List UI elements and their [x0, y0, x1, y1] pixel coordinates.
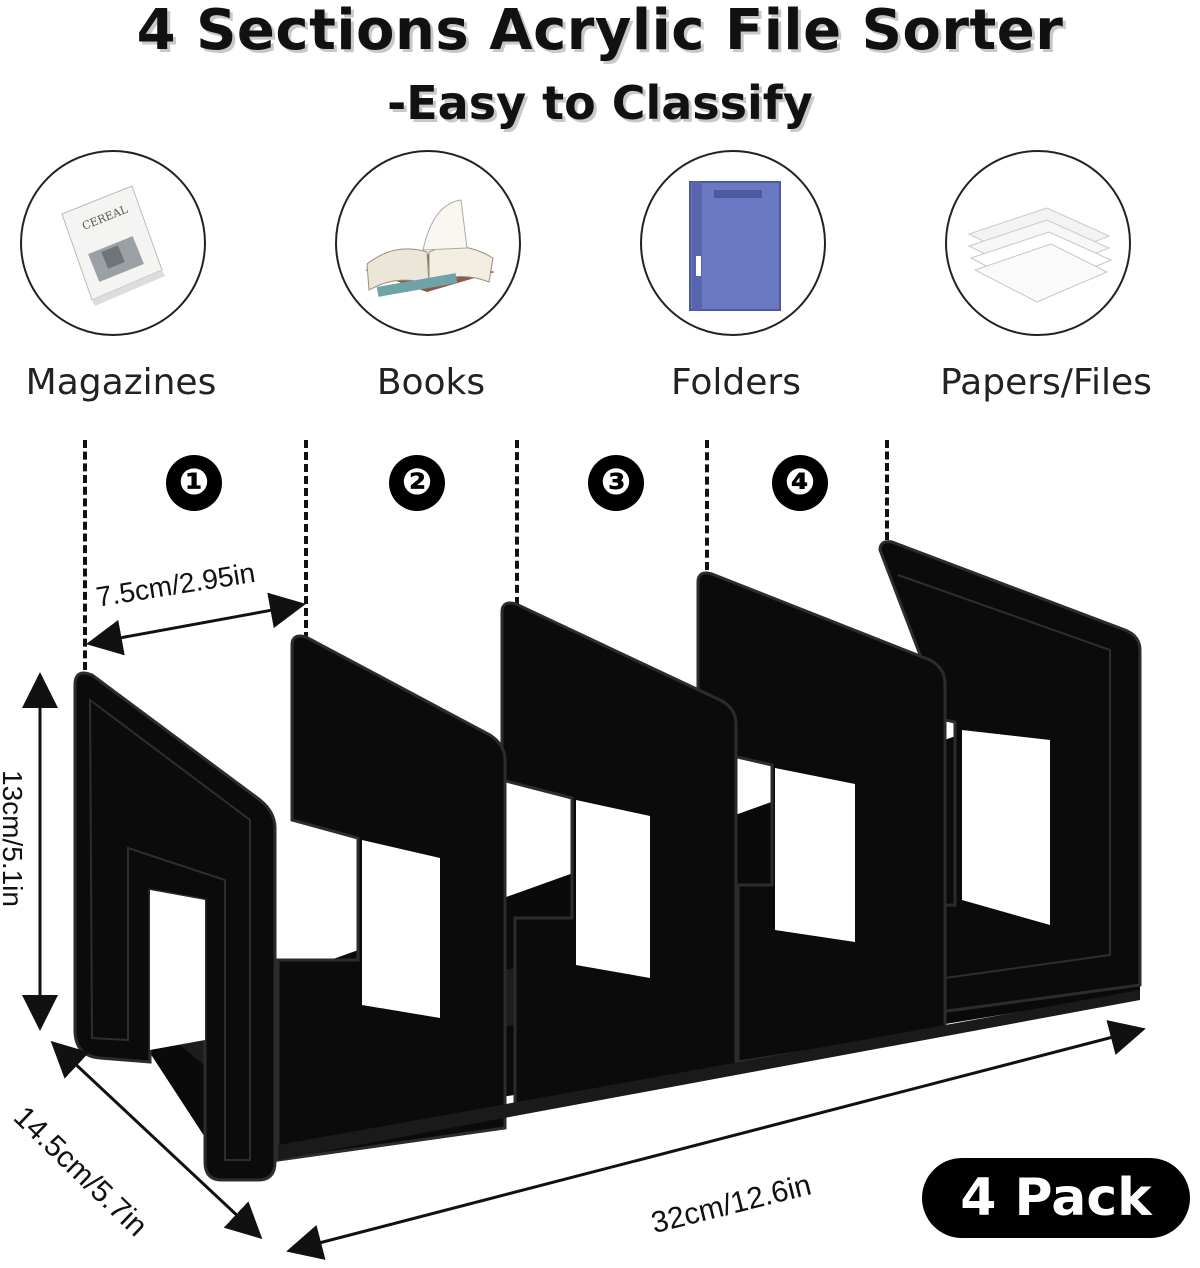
- blue-folder-icon: [640, 150, 826, 336]
- paper-stack-icon: [945, 150, 1131, 336]
- category-label-folders: Folders: [670, 362, 801, 403]
- product-subtitle: -Easy to Classify: [387, 76, 813, 130]
- section-divider-line: [705, 440, 709, 570]
- pack-count-badge: 4 Pack: [922, 1158, 1190, 1238]
- section-number-3: ❸: [588, 455, 644, 511]
- section-divider-line: [304, 440, 308, 640]
- open-book-icon: [335, 150, 521, 336]
- section-divider-line: [885, 440, 889, 540]
- section-number-1: ❶: [166, 455, 222, 511]
- category-label-papers-files: Papers/Files: [940, 362, 1152, 403]
- category-label-books: Books: [376, 362, 486, 403]
- section-divider-line: [515, 440, 519, 605]
- category-label-magazines: Magazines: [25, 362, 217, 403]
- section-number-4: ❹: [772, 455, 828, 511]
- product-title: 4 Sections Acrylic File Sorter: [136, 0, 1064, 63]
- section-number-2: ❷: [389, 455, 445, 511]
- magazine-icon: CEREAL: [20, 150, 206, 336]
- height-dimension-label: 13cm/5.1in: [0, 770, 28, 907]
- section-divider-line: [83, 440, 87, 670]
